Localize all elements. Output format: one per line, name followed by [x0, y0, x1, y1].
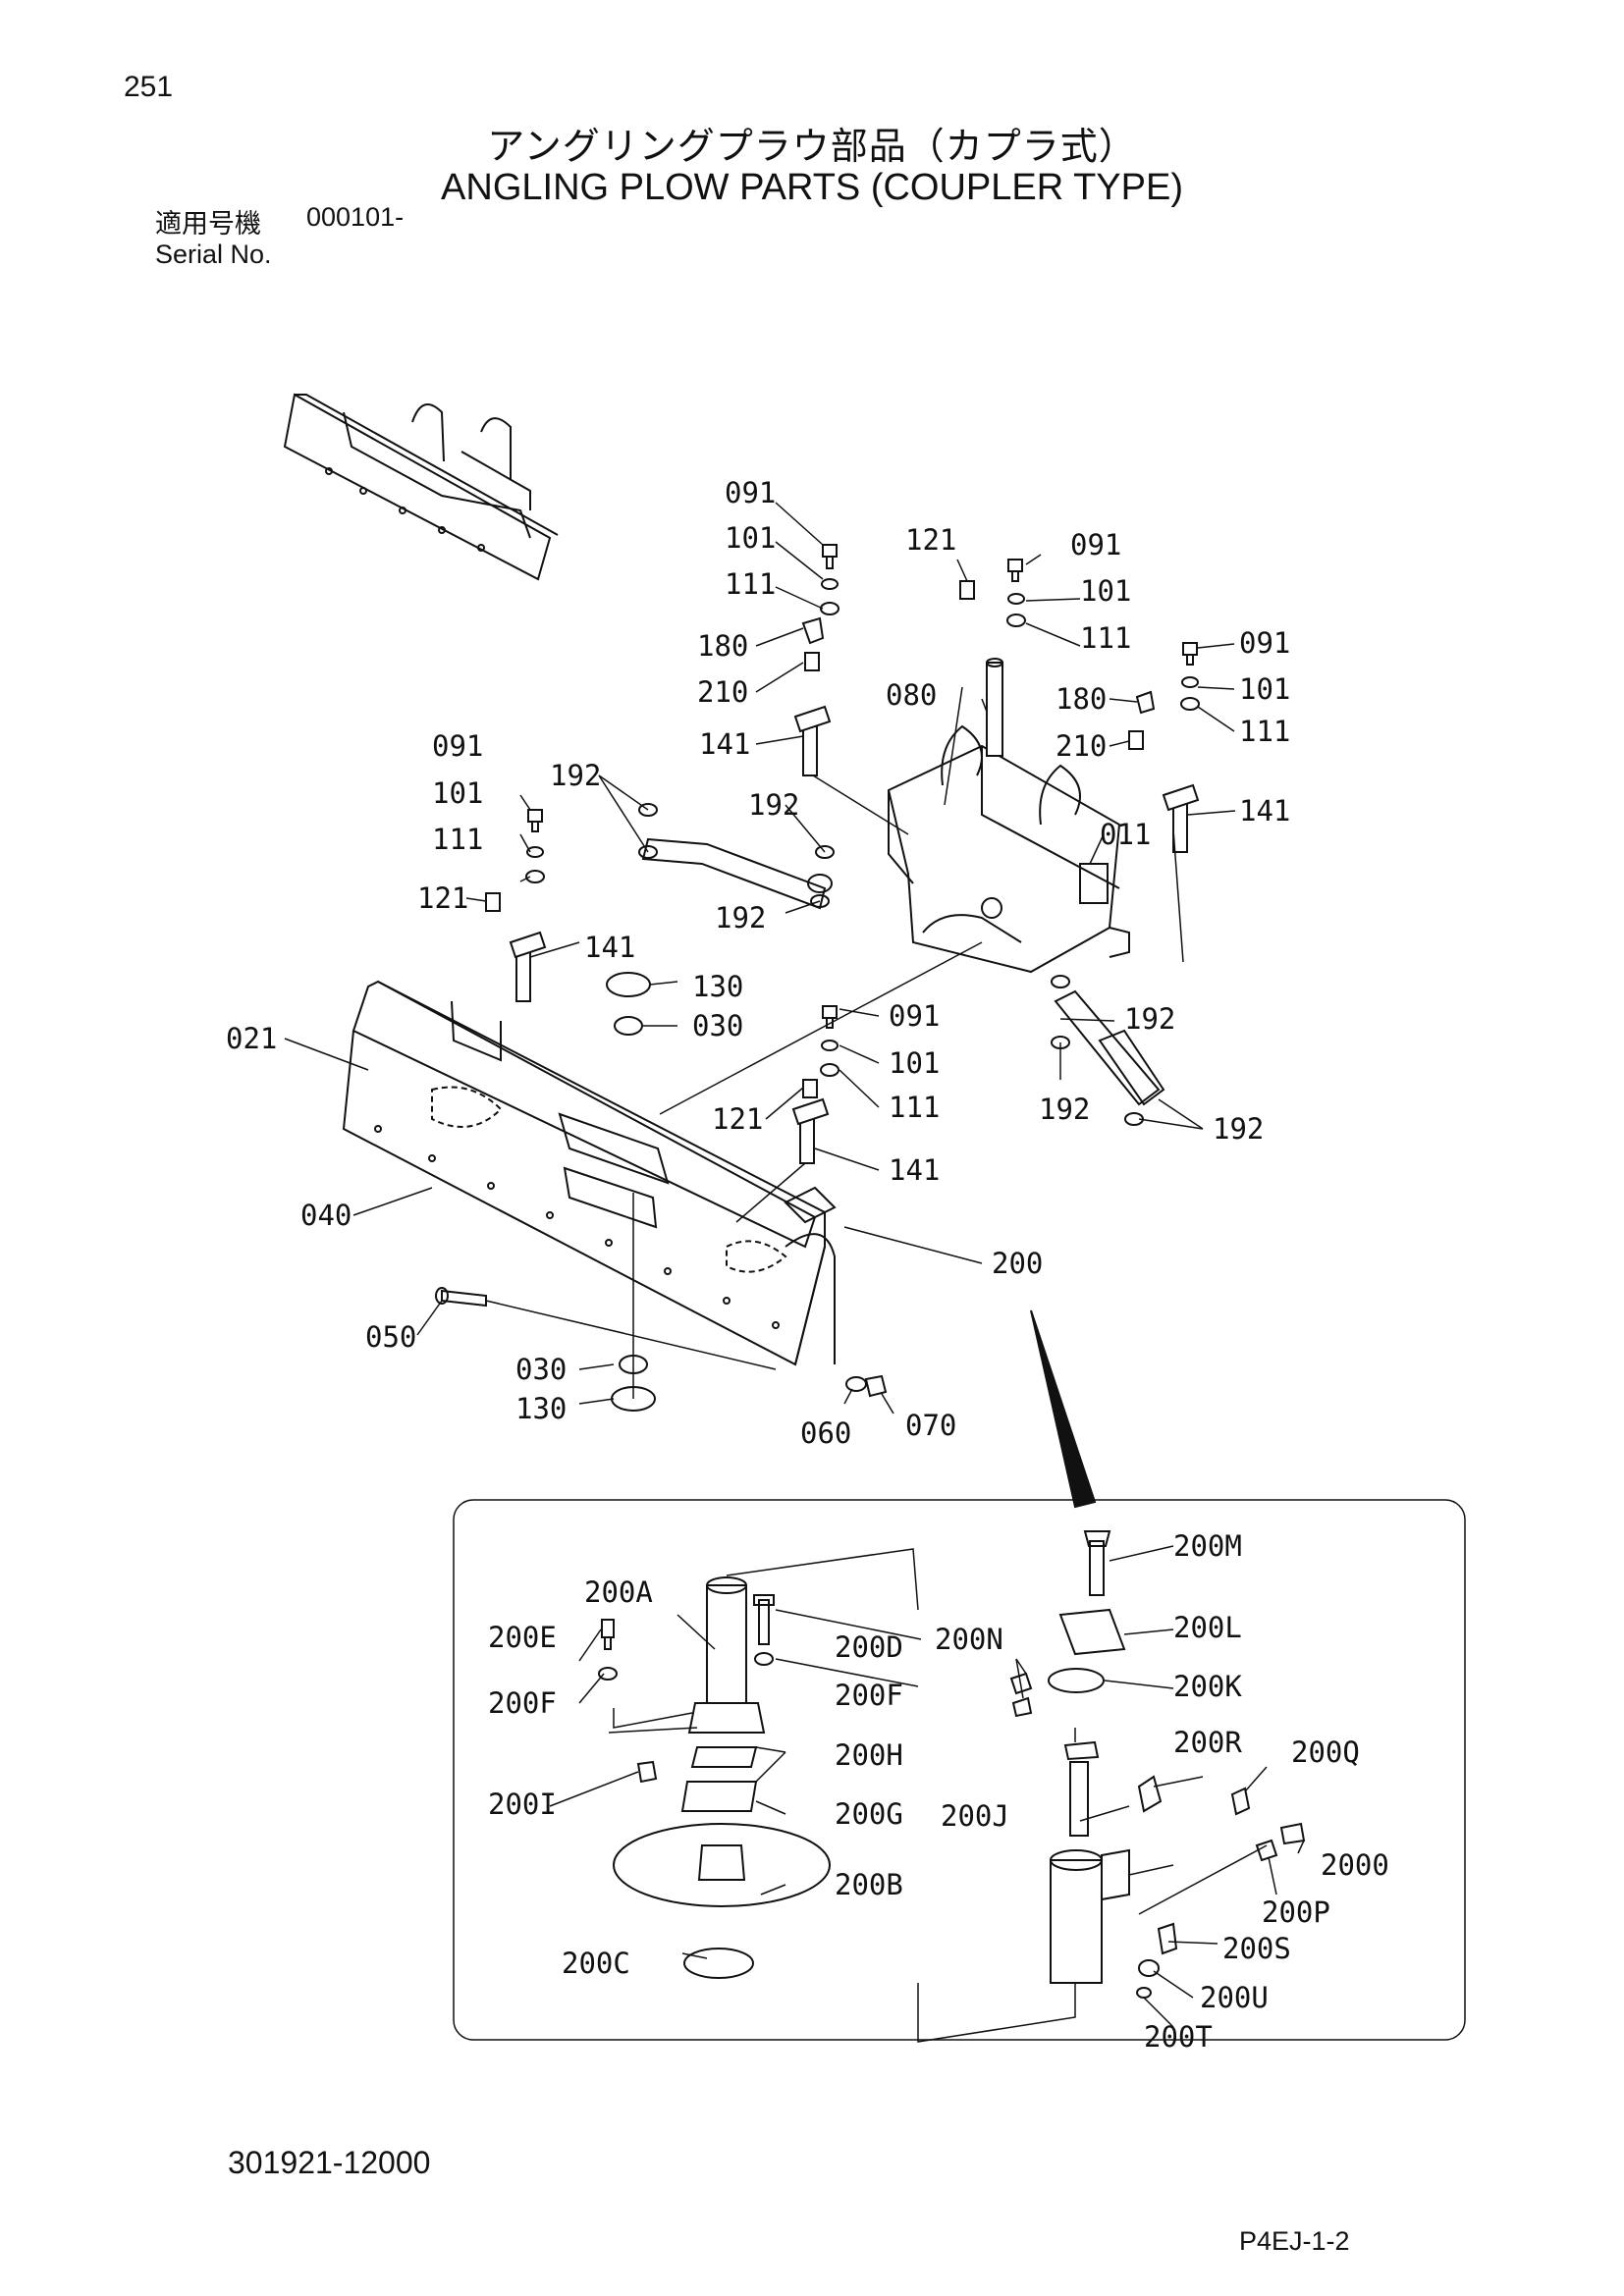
detail-leader-lines	[549, 1545, 1305, 2043]
callout-label: 040	[300, 1199, 352, 1232]
page-title-english: ANGLING PLOW PARTS (COUPLER TYPE)	[441, 167, 1183, 208]
callout-label: 200P	[1262, 1896, 1330, 1929]
callout-label: 141	[699, 727, 750, 761]
callout-label: 192	[1039, 1093, 1090, 1126]
hardware-illustrations	[435, 544, 1200, 1412]
coupler-bracket-illustration	[887, 724, 1130, 974]
callout-label: 141	[889, 1153, 940, 1187]
callout-label: 030	[515, 1353, 567, 1386]
callout-label: 070	[905, 1409, 956, 1442]
callout-label: 091	[725, 476, 776, 509]
plow-overview-illustration	[283, 393, 559, 581]
callout-label: 111	[725, 567, 776, 601]
callout-label: 101	[725, 521, 776, 555]
callout-label: 111	[889, 1091, 940, 1124]
callout-label: 121	[712, 1102, 763, 1136]
callout-label: 200F	[488, 1686, 557, 1720]
callout-label: 130	[692, 970, 743, 1003]
callout-label: 091	[889, 999, 940, 1033]
callout-label: 101	[889, 1046, 940, 1080]
callout-label: 101	[432, 776, 483, 810]
callout-label: 141	[584, 931, 635, 964]
callout-label: 200A	[584, 1575, 653, 1609]
callout-label: 121	[417, 881, 468, 915]
callout-label: 192	[1213, 1112, 1264, 1146]
callout-label: 200Q	[1291, 1735, 1360, 1769]
plow-blade-illustration	[342, 980, 837, 1366]
callout-label: 200	[992, 1247, 1043, 1280]
serial-label-english: Serial No.	[155, 240, 272, 269]
callout-label: 200J	[941, 1799, 1009, 1833]
callout-label: 141	[1239, 794, 1290, 828]
callout-label: 200L	[1173, 1611, 1242, 1644]
callout-label: 210	[697, 675, 748, 709]
callout-label: 200K	[1173, 1670, 1242, 1703]
callout-label: 2000	[1321, 1848, 1389, 1882]
callout-label: 080	[886, 678, 937, 712]
leader-lines	[284, 502, 1236, 1415]
callout-label: 180	[697, 629, 748, 663]
callout-label: 200I	[488, 1788, 557, 1821]
callout-label: 200R	[1173, 1726, 1242, 1759]
callout-label: 200C	[562, 1947, 630, 1980]
callout-label: 101	[1239, 672, 1290, 706]
callout-label: 200G	[835, 1797, 903, 1831]
serial-number-value: 000101-	[306, 202, 405, 232]
callout-label: 200F	[835, 1679, 903, 1712]
callout-label: 060	[800, 1416, 851, 1450]
detail-illustrations	[598, 1530, 1306, 1999]
detail-view-frame	[453, 1499, 1466, 2041]
callout-label: 200U	[1200, 1981, 1269, 2014]
callout-label: 200E	[488, 1621, 557, 1654]
callout-label: 192	[748, 788, 799, 822]
callout-labels-main: 091 101 111 180 210 141 121 091 101 111 …	[226, 476, 1290, 1450]
callout-label: 091	[1239, 626, 1290, 660]
callout-label: 050	[365, 1320, 416, 1354]
callout-label: 121	[905, 523, 956, 557]
callout-label: 111	[1239, 715, 1290, 748]
callout-label: 200S	[1222, 1932, 1291, 1965]
callout-label: 200H	[835, 1738, 903, 1772]
sheet-code: P4EJ-1-2	[1239, 2226, 1350, 2256]
callout-label: 180	[1056, 682, 1107, 716]
serial-label-japanese: 適用号機	[155, 209, 261, 240]
callout-label: 192	[715, 901, 766, 934]
callout-label: 011	[1100, 818, 1151, 851]
callout-label: 200T	[1144, 2020, 1213, 2054]
callout-label: 210	[1056, 729, 1107, 763]
callout-label: 192	[550, 759, 601, 792]
callout-label: 101	[1080, 574, 1131, 608]
callout-label: 021	[226, 1022, 277, 1055]
callout-label: 091	[1070, 528, 1121, 561]
callout-label: 192	[1124, 1002, 1175, 1036]
callout-label: 200N	[935, 1623, 1003, 1656]
page-title-japanese: アングリングプラウ部品（カプラ式）	[487, 125, 1137, 168]
callout-label: 111	[1080, 621, 1131, 655]
page-number: 251	[124, 71, 174, 103]
upper-cylinder-illustration	[641, 837, 833, 910]
callout-labels-detail: 200M 200A 200L 200E 200D 200N 200K 200F …	[488, 1529, 1389, 2054]
callout-label: 111	[432, 823, 483, 856]
callout-label: 200D	[835, 1630, 903, 1664]
pin-illustrations	[509, 658, 1200, 1164]
callout-label: 200B	[835, 1868, 903, 1901]
callout-label: 130	[515, 1392, 567, 1425]
callout-label: 030	[692, 1009, 743, 1042]
callout-label: 200M	[1173, 1529, 1242, 1563]
callout-label: 091	[432, 729, 483, 763]
detail-pointer	[1030, 1309, 1097, 1509]
drawing-number: 301921-12000	[228, 2145, 431, 2180]
